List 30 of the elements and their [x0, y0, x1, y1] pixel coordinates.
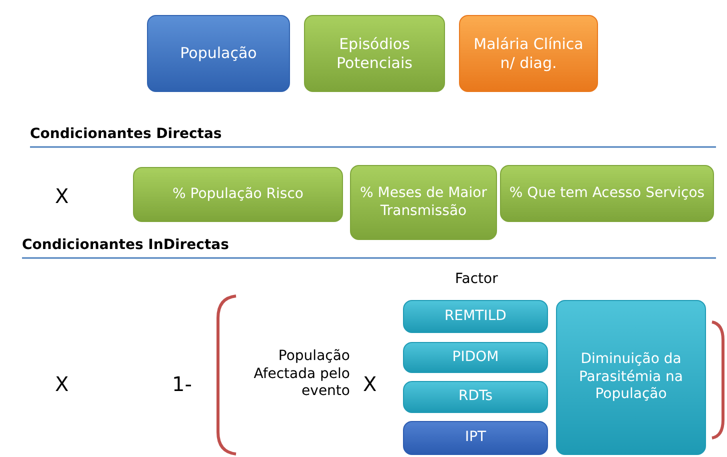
rounded-box [133, 167, 343, 222]
multiply-sign: X [55, 184, 69, 209]
box-label: REMTILD [444, 308, 506, 326]
box-label: População [180, 44, 257, 63]
rounded-box [500, 165, 714, 222]
rounded-box [350, 165, 497, 240]
rounded-box [403, 300, 548, 333]
box-label: % População Risco [172, 186, 304, 204]
description: População Afectada pelo evento [252, 348, 350, 400]
result-box [556, 300, 706, 455]
box-label: % Meses de Maior Transmissão [359, 185, 488, 220]
multiply-sign: X [55, 372, 69, 397]
rounded-box [403, 342, 548, 373]
rounded-box [304, 15, 445, 92]
minus-expression: 1- [172, 372, 192, 397]
box-label: % Que tem Acesso Serviços [509, 184, 705, 202]
heading: Condicionantes Directas [30, 126, 222, 144]
box-label: Malária Clínica n/ diag. [472, 34, 584, 72]
rounded-box [403, 381, 548, 413]
column-heading: Factor [455, 271, 498, 288]
rounded-box [459, 15, 598, 92]
box-label: RDTs [458, 388, 493, 406]
box-label: IPT [464, 429, 486, 447]
box-label: Diminuição da Parasitémia na População [578, 351, 684, 404]
box-label: Episódios Potenciais [336, 34, 414, 72]
rounded-box [403, 421, 548, 455]
multiply-sign: X [363, 372, 377, 397]
heading: Condicionantes InDirectas [22, 237, 229, 254]
rounded-box [147, 15, 290, 92]
box-label: PIDOM [452, 348, 499, 366]
